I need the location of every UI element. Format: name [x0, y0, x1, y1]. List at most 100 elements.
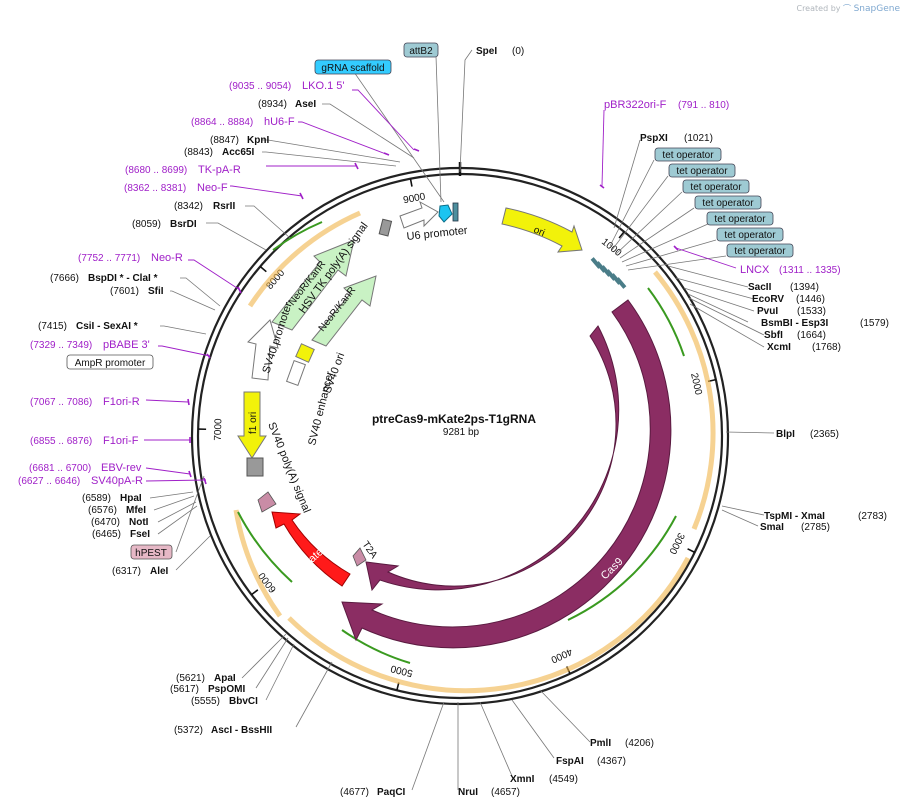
- primer-range-hu6f: (8864 .. 8884): [191, 117, 253, 128]
- primer-name-sv40par: SV40pA-R: [91, 475, 143, 487]
- mkate2-arrow: [271, 511, 351, 587]
- primer-name-hu6f: hU6-F: [264, 116, 295, 128]
- enzyme-pos-xmni: (4549): [549, 774, 578, 785]
- enzyme-pos-paqci: (4677): [340, 787, 369, 798]
- attb2-label: attB2: [409, 46, 433, 57]
- enzyme-pos-sfii: (7601): [110, 286, 139, 297]
- orf-arc-c: [233, 509, 283, 618]
- primer-range-tkpar: (8680 .. 8699): [125, 165, 187, 176]
- ampr-promoter-label: AmpR promoter: [75, 358, 146, 369]
- grna-scaffold-label-box: [314, 59, 392, 75]
- enzyme-label-fsei: FseI: [130, 529, 150, 540]
- enzyme-label-rsrii: RsrII: [213, 201, 235, 212]
- teto-box-1: [654, 147, 722, 162]
- teto-label-2: tet operator: [676, 166, 728, 177]
- teto-box-7: [726, 243, 794, 258]
- tick-label-5000: 5000: [389, 662, 414, 678]
- neokanr-outer-arrow: [271, 239, 355, 331]
- teto-box-6: [716, 227, 784, 242]
- enzyme-label-noti: NotI: [129, 517, 149, 528]
- primer-range-lko1: (9035 .. 9054): [229, 81, 291, 92]
- primer-name-ebvrev: EBV-rev: [101, 462, 142, 474]
- primer-range-ebvrev: (6681 .. 6700): [29, 463, 91, 474]
- enzyme-pos-kpni: (8847): [210, 135, 239, 146]
- grna-scaffold-label: gRNA scaffold: [321, 63, 384, 74]
- u6-promoter-arrow: [399, 200, 439, 229]
- f1-ori-arrow: [237, 391, 267, 459]
- ori-label: ori: [532, 225, 546, 239]
- primer-name-lncx: LNCX: [740, 264, 770, 276]
- enzyme-pos-alei: (6317): [112, 566, 141, 577]
- teto-label-7: tet operator: [734, 246, 786, 257]
- orf-arc-d: [247, 210, 362, 308]
- orf-arrow-e: [237, 511, 293, 583]
- tick-mark-6000: [251, 589, 259, 596]
- plasmid-name: ptreCas9-mKate2ps-T1gRNA: [372, 412, 536, 426]
- sv40-enhancer-box: [285, 359, 307, 387]
- orf-arrow-c: [341, 629, 411, 664]
- ampr-promoter-label-box: [66, 354, 154, 370]
- hsv-tk-polya-box: [378, 218, 393, 237]
- enzyme-label-claI: BspDI * - ClaI *: [88, 273, 158, 284]
- hpest-label-box: [130, 544, 173, 560]
- enzyme-pos-spei: (0): [512, 46, 524, 57]
- hpest-arrow: [257, 491, 277, 513]
- enzyme-label-alei: AleI: [150, 566, 169, 577]
- credit-brand: SnapGene: [853, 4, 900, 14]
- enzyme-pos-esp3i: (1579): [860, 318, 889, 329]
- snapgene-logo-icon: ⌒: [843, 4, 852, 13]
- enzyme-pos-smai: (2785): [801, 522, 830, 533]
- credit-text: Created by: [796, 4, 841, 13]
- neokanr-inner-arrow: [311, 275, 377, 347]
- ori-arrow: [501, 207, 583, 253]
- orf-arc-a: [653, 270, 716, 530]
- enzyme-pos-claI: (7666): [50, 273, 79, 284]
- teto-label-3: tet operator: [690, 182, 742, 193]
- primer-name-f1orif: F1ori-F: [103, 435, 139, 447]
- tick-label-7000: 7000: [213, 418, 225, 441]
- enzyme-label-acc65i: Acc65I: [222, 147, 254, 158]
- enzyme-label-asei: AseI: [295, 99, 316, 110]
- enzyme-pos-bsshii: (5372): [174, 725, 203, 736]
- enzyme-label-sfii: SfiI: [148, 286, 164, 297]
- enzyme-pos-bsrdi: (8059): [132, 219, 161, 230]
- sv40-polya-box: [246, 457, 264, 477]
- teto-box-3: [682, 179, 750, 194]
- box-leader-lines: [175, 55, 727, 553]
- primer-name-f1orir: F1ori-R: [103, 396, 140, 408]
- primer-range-f1orir: (7067 .. 7086): [30, 397, 92, 408]
- enzyme-label-fspai: FspAI: [556, 756, 584, 767]
- enzyme-pos-sbfi: (1664): [797, 330, 826, 341]
- enzyme-label-bsrdi: BsrDI: [170, 219, 197, 230]
- enzyme-label-kpni: KpnI: [247, 135, 269, 146]
- enzyme-label-bsshii: AscI - BssHII: [211, 725, 272, 736]
- primer-range-pbr322: (791 .. 810): [678, 100, 729, 111]
- enzyme-pos-ecorv: (1446): [796, 294, 825, 305]
- enzyme-label-smai: SmaI: [760, 522, 784, 533]
- enzyme-label-sbfi: SbfI: [764, 330, 783, 341]
- orf-arcs: [233, 210, 716, 694]
- credit-watermark: Created by ⌒ SnapGene: [796, 3, 900, 14]
- tick-mark-3000: [687, 548, 696, 554]
- tick-label-2000: 2000: [688, 372, 704, 397]
- enzyme-label-xmni: XmnI: [510, 774, 535, 785]
- primer-range-sv40par: (6627 .. 6646): [18, 476, 80, 487]
- enzyme-label-pvui: PvuI: [757, 306, 778, 317]
- enzyme-pos-asei: (8934): [258, 99, 287, 110]
- enzyme-pos-sexai: (7415): [38, 321, 67, 332]
- primer-range-f1orif: (6855 .. 6876): [30, 436, 92, 447]
- enzyme-pos-pspomi: (5617): [170, 684, 199, 695]
- enzyme-pos-nrui: (4657): [491, 787, 520, 798]
- enzyme-pos-xcmi: (1768): [812, 342, 841, 353]
- enzyme-pos-rsrii: (8342): [174, 201, 203, 212]
- tick-label-3000: 3000: [666, 531, 686, 556]
- enzyme-pos-bbvci: (5555): [191, 696, 220, 707]
- orf-arc-b: [287, 556, 691, 694]
- enzyme-pos-pvui: (1533): [797, 306, 826, 317]
- teto-label-1: tet operator: [662, 150, 714, 161]
- tet-operator-cluster: [590, 257, 627, 289]
- enzyme-label-sacii: SacII: [748, 282, 772, 293]
- f1-ori-label: f1 ori: [248, 412, 259, 434]
- enzyme-label-xmai: TspMI - XmaI: [764, 511, 825, 522]
